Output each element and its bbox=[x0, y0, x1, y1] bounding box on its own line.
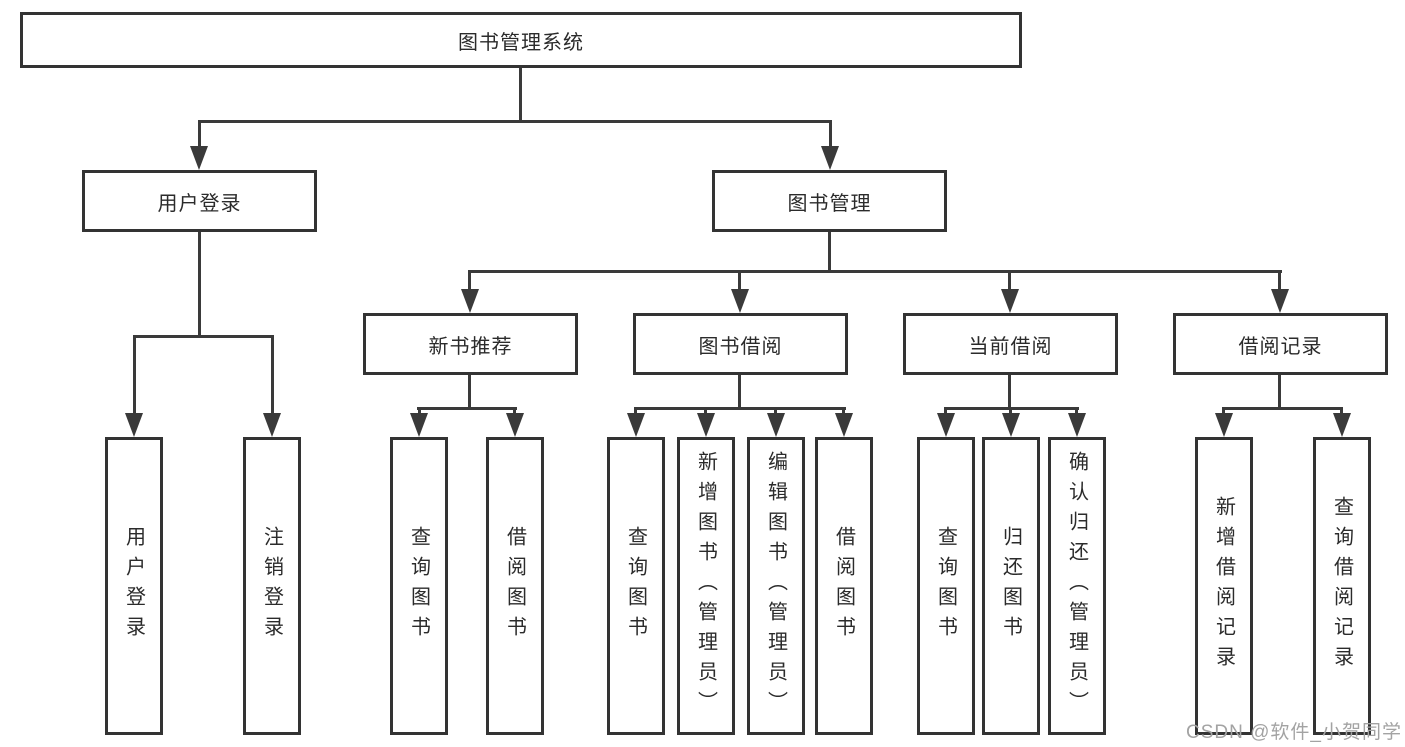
arrow-down-icon bbox=[461, 289, 479, 313]
arrow-down-icon bbox=[506, 413, 524, 437]
connector-line bbox=[738, 270, 741, 292]
connector-line bbox=[634, 407, 637, 416]
node-new-book-recommend: 新书推荐 bbox=[363, 313, 578, 375]
leaf-query-books-recommend: 查询图书 bbox=[390, 437, 448, 735]
arrow-down-icon bbox=[1215, 413, 1233, 437]
connector-line bbox=[418, 407, 421, 416]
connector-line bbox=[198, 120, 832, 123]
connector-line bbox=[738, 375, 741, 409]
connector-line bbox=[1075, 407, 1078, 416]
arrow-down-icon bbox=[263, 413, 281, 437]
arrow-down-icon bbox=[697, 413, 715, 437]
node-current-borrow: 当前借阅 bbox=[903, 313, 1118, 375]
connector-line bbox=[133, 335, 136, 415]
leaf-borrow-books: 借阅图书 bbox=[815, 437, 873, 735]
arrow-down-icon bbox=[1271, 289, 1289, 313]
connector-line bbox=[271, 335, 274, 415]
leaf-logout-login: 注销登录 bbox=[243, 437, 301, 735]
arrow-down-icon bbox=[821, 146, 839, 170]
connector-line bbox=[842, 407, 845, 416]
node-book-management: 图书管理 bbox=[712, 170, 947, 232]
connector-line bbox=[133, 335, 274, 338]
node-borrow-records: 借阅记录 bbox=[1173, 313, 1388, 375]
connector-line bbox=[1278, 270, 1281, 292]
leaf-borrow-books-recommend: 借阅图书 bbox=[486, 437, 544, 735]
node-book-borrow: 图书借阅 bbox=[633, 313, 848, 375]
node-root: 图书管理系统 bbox=[20, 12, 1022, 68]
arrow-down-icon bbox=[1333, 413, 1351, 437]
connector-line bbox=[1009, 407, 1012, 416]
arrow-down-icon bbox=[410, 413, 428, 437]
arrow-down-icon bbox=[767, 413, 785, 437]
arrow-down-icon bbox=[1001, 289, 1019, 313]
connector-line bbox=[704, 407, 707, 416]
connector-line bbox=[513, 407, 516, 416]
arrow-down-icon bbox=[627, 413, 645, 437]
connector-line bbox=[468, 270, 471, 292]
leaf-confirm-return-admin: 确认归还（管理员） bbox=[1048, 437, 1106, 735]
arrow-down-icon bbox=[937, 413, 955, 437]
arrow-down-icon bbox=[731, 289, 749, 313]
connector-line bbox=[468, 375, 471, 409]
watermark: CSDN @软件_小贺同学 bbox=[1186, 722, 1402, 743]
connector-line bbox=[417, 407, 517, 410]
connector-line bbox=[1008, 375, 1011, 409]
leaf-return-books: 归还图书 bbox=[982, 437, 1040, 735]
connector-line bbox=[519, 68, 522, 120]
leaf-query-books-borrow: 查询图书 bbox=[607, 437, 665, 735]
connector-line bbox=[828, 232, 831, 272]
leaf-user-login: 用户登录 bbox=[105, 437, 163, 735]
arrow-down-icon bbox=[125, 413, 143, 437]
connector-line bbox=[635, 407, 846, 410]
connector-line bbox=[1222, 407, 1225, 416]
connector-line bbox=[1278, 375, 1281, 409]
leaf-query-books-current: 查询图书 bbox=[917, 437, 975, 735]
connector-line bbox=[468, 270, 1282, 273]
arrow-down-icon bbox=[1002, 413, 1020, 437]
connector-line bbox=[1222, 407, 1343, 410]
connector-line bbox=[944, 407, 947, 416]
leaf-add-books-admin: 新增图书（管理员） bbox=[677, 437, 735, 735]
arrow-down-icon bbox=[1068, 413, 1086, 437]
connector-line bbox=[1008, 270, 1011, 292]
connector-line bbox=[829, 120, 832, 148]
leaf-query-borrow-record: 查询借阅记录 bbox=[1313, 437, 1371, 735]
arrow-down-icon bbox=[835, 413, 853, 437]
connector-line bbox=[198, 232, 201, 337]
leaf-add-borrow-record: 新增借阅记录 bbox=[1195, 437, 1253, 735]
node-user-login: 用户登录 bbox=[82, 170, 317, 232]
arrow-down-icon bbox=[190, 146, 208, 170]
connector-line bbox=[1340, 407, 1343, 416]
connector-line bbox=[198, 120, 201, 148]
leaf-edit-books-admin: 编辑图书（管理员） bbox=[747, 437, 805, 735]
connector-line bbox=[774, 407, 777, 416]
